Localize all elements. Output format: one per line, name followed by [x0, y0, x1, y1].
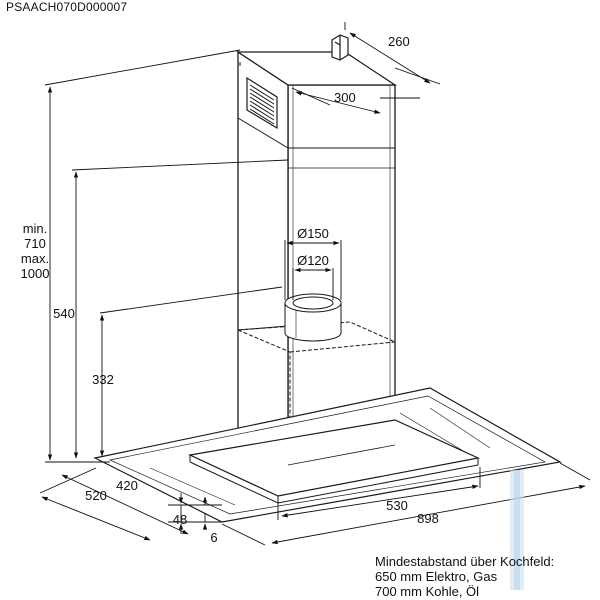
dim-530: 530 [386, 498, 408, 513]
ventilation-grille [239, 62, 278, 130]
dim-min-label: min. [23, 221, 48, 236]
dim-332: 332 [92, 372, 114, 387]
dim-120: Ø120 [297, 253, 329, 268]
dim-520: 520 [85, 488, 107, 503]
exhaust-duct [284, 293, 342, 342]
document-code: PSAACH070D000007 [6, 0, 128, 14]
dim-max-label: max. [21, 251, 49, 266]
dim-150: Ø150 [297, 226, 329, 241]
note-line-2: 650 mm Elektro, Gas [375, 569, 498, 584]
note-line-1: Mindestabstand über Kochfeld: [375, 554, 555, 569]
dim-300: 300 [334, 90, 356, 105]
note-line-3: 700 mm Kohle, Öl [375, 584, 480, 599]
dim-min-value: 710 [24, 236, 46, 251]
dim-898: 898 [417, 511, 439, 526]
dim-48: 48 [173, 512, 187, 527]
dim-540: 540 [53, 306, 75, 321]
dim-260: 260 [388, 34, 410, 49]
dim-max-value: 1000 [21, 266, 50, 281]
watermark-graphic [500, 470, 536, 590]
minimum-distance-note: Mindestabstand über Kochfeld: 650 mm Ele… [375, 554, 554, 599]
mounting-bracket [331, 34, 349, 61]
dim-420: 420 [116, 478, 138, 493]
dim-6: 6 [210, 530, 217, 545]
dimension-lines [39, 22, 591, 546]
